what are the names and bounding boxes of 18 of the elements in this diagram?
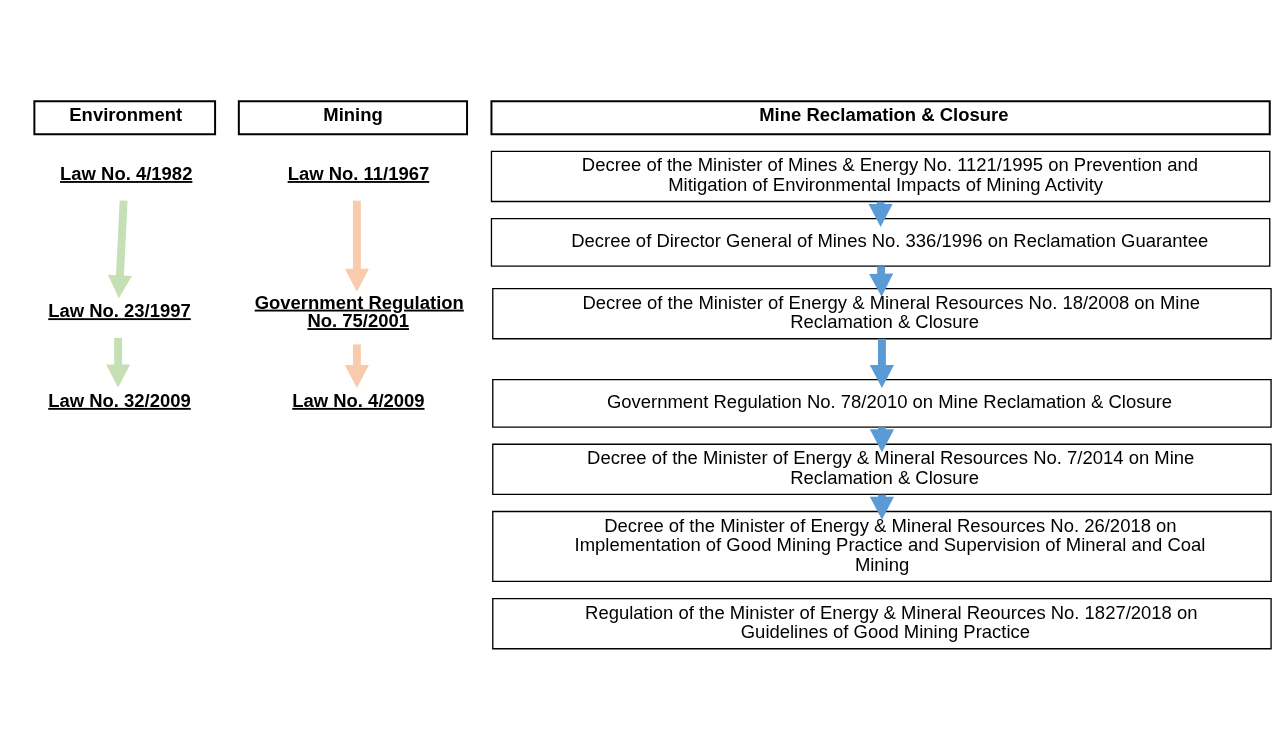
node-box: Decree of the Minister of Mines & Energy No. 1121/1995 on Prevention and Mitigation of Environmental Impacts of Mining Activity (490, 150, 1271, 202)
node-text: Law No. 4/1982 (60, 162, 193, 184)
node-box: Decree of the Minister of Energy & Mineral Resources No. 26/2018 on Implementation of Good Mining Practice and Supervision of Mineral and Coal Mining (492, 510, 1272, 582)
node-box: Decree of the Minister of Energy & Mineral Resources No. 7/2014 on Mine Reclamation & Closure (492, 443, 1272, 495)
arrow (107, 199, 132, 298)
node-text: Law No. 11/1967 (287, 162, 430, 184)
node-box: Mine Reclamation & Closure (490, 99, 1271, 135)
node-box: Regulation of the Minister of Energy & Mineral Reources No. 1827/2018 on Guidelines of Good Mining Practice (492, 597, 1272, 649)
node-box: Decree of Director General of Mines No. 336/1996 on Reclamation Guarantee (490, 217, 1271, 267)
node-box: Government Regulation No. 78/2010 on Mine Reclamation & Closure (492, 378, 1272, 428)
node-box: Mining (237, 99, 469, 135)
arrow (344, 343, 369, 388)
node-box: Environment (33, 99, 217, 135)
node-text: Law No. 4/2009 (292, 389, 425, 411)
node-text: Law No. 32/2009 (48, 389, 191, 411)
node-text: Law No. 23/1997 (48, 299, 191, 321)
node-text: Government Regulation No. 75/2001 (254, 291, 464, 331)
node-box: Decree of the Minister of Energy & Mineral Resources No. 18/2008 on Mine Reclamation & Closure (492, 287, 1272, 339)
